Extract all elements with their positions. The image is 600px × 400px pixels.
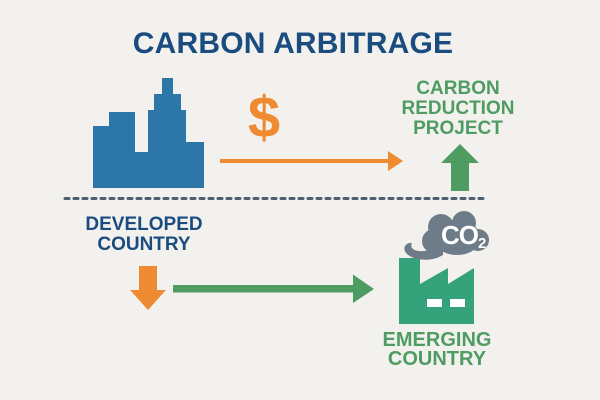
investment-down-arrow-icon xyxy=(130,266,166,310)
emerging-label-line1: EMERGING xyxy=(382,329,492,351)
city-skyline-icon xyxy=(93,78,204,188)
emerging-label-line2: COUNTRY xyxy=(387,348,487,370)
developed-label-line1: DEVELOPED xyxy=(85,214,203,235)
carbon-reduction-up-arrow-icon xyxy=(441,144,479,191)
emerging-country-label: EMERGING COUNTRY xyxy=(382,329,492,370)
project-label-line3: PROJECT xyxy=(413,118,503,139)
factory-icon xyxy=(399,258,474,324)
carbon-reduction-project-label: CARBON REDUCTION PROJECT xyxy=(402,79,515,139)
project-label-line2: REDUCTION xyxy=(401,98,515,119)
developed-country-label: DEVELOPED COUNTRY xyxy=(85,215,202,254)
factory-body xyxy=(399,258,474,324)
developed-label-line2: COUNTRY xyxy=(97,233,191,255)
payment-right-arrow-icon xyxy=(220,151,403,171)
diagram-title: CARBON ARBITRAGE xyxy=(132,27,454,60)
project-flow-right-arrow-icon xyxy=(173,274,374,303)
factory-window xyxy=(450,299,465,307)
co2-cloud-icon: CO2 xyxy=(404,211,489,260)
cloud-shape xyxy=(404,211,489,260)
co2-label: CO2 xyxy=(441,220,486,252)
dollar-sign-icon: $ xyxy=(247,85,281,150)
factory-window xyxy=(427,299,442,307)
project-label-line1: CARBON xyxy=(416,78,500,99)
